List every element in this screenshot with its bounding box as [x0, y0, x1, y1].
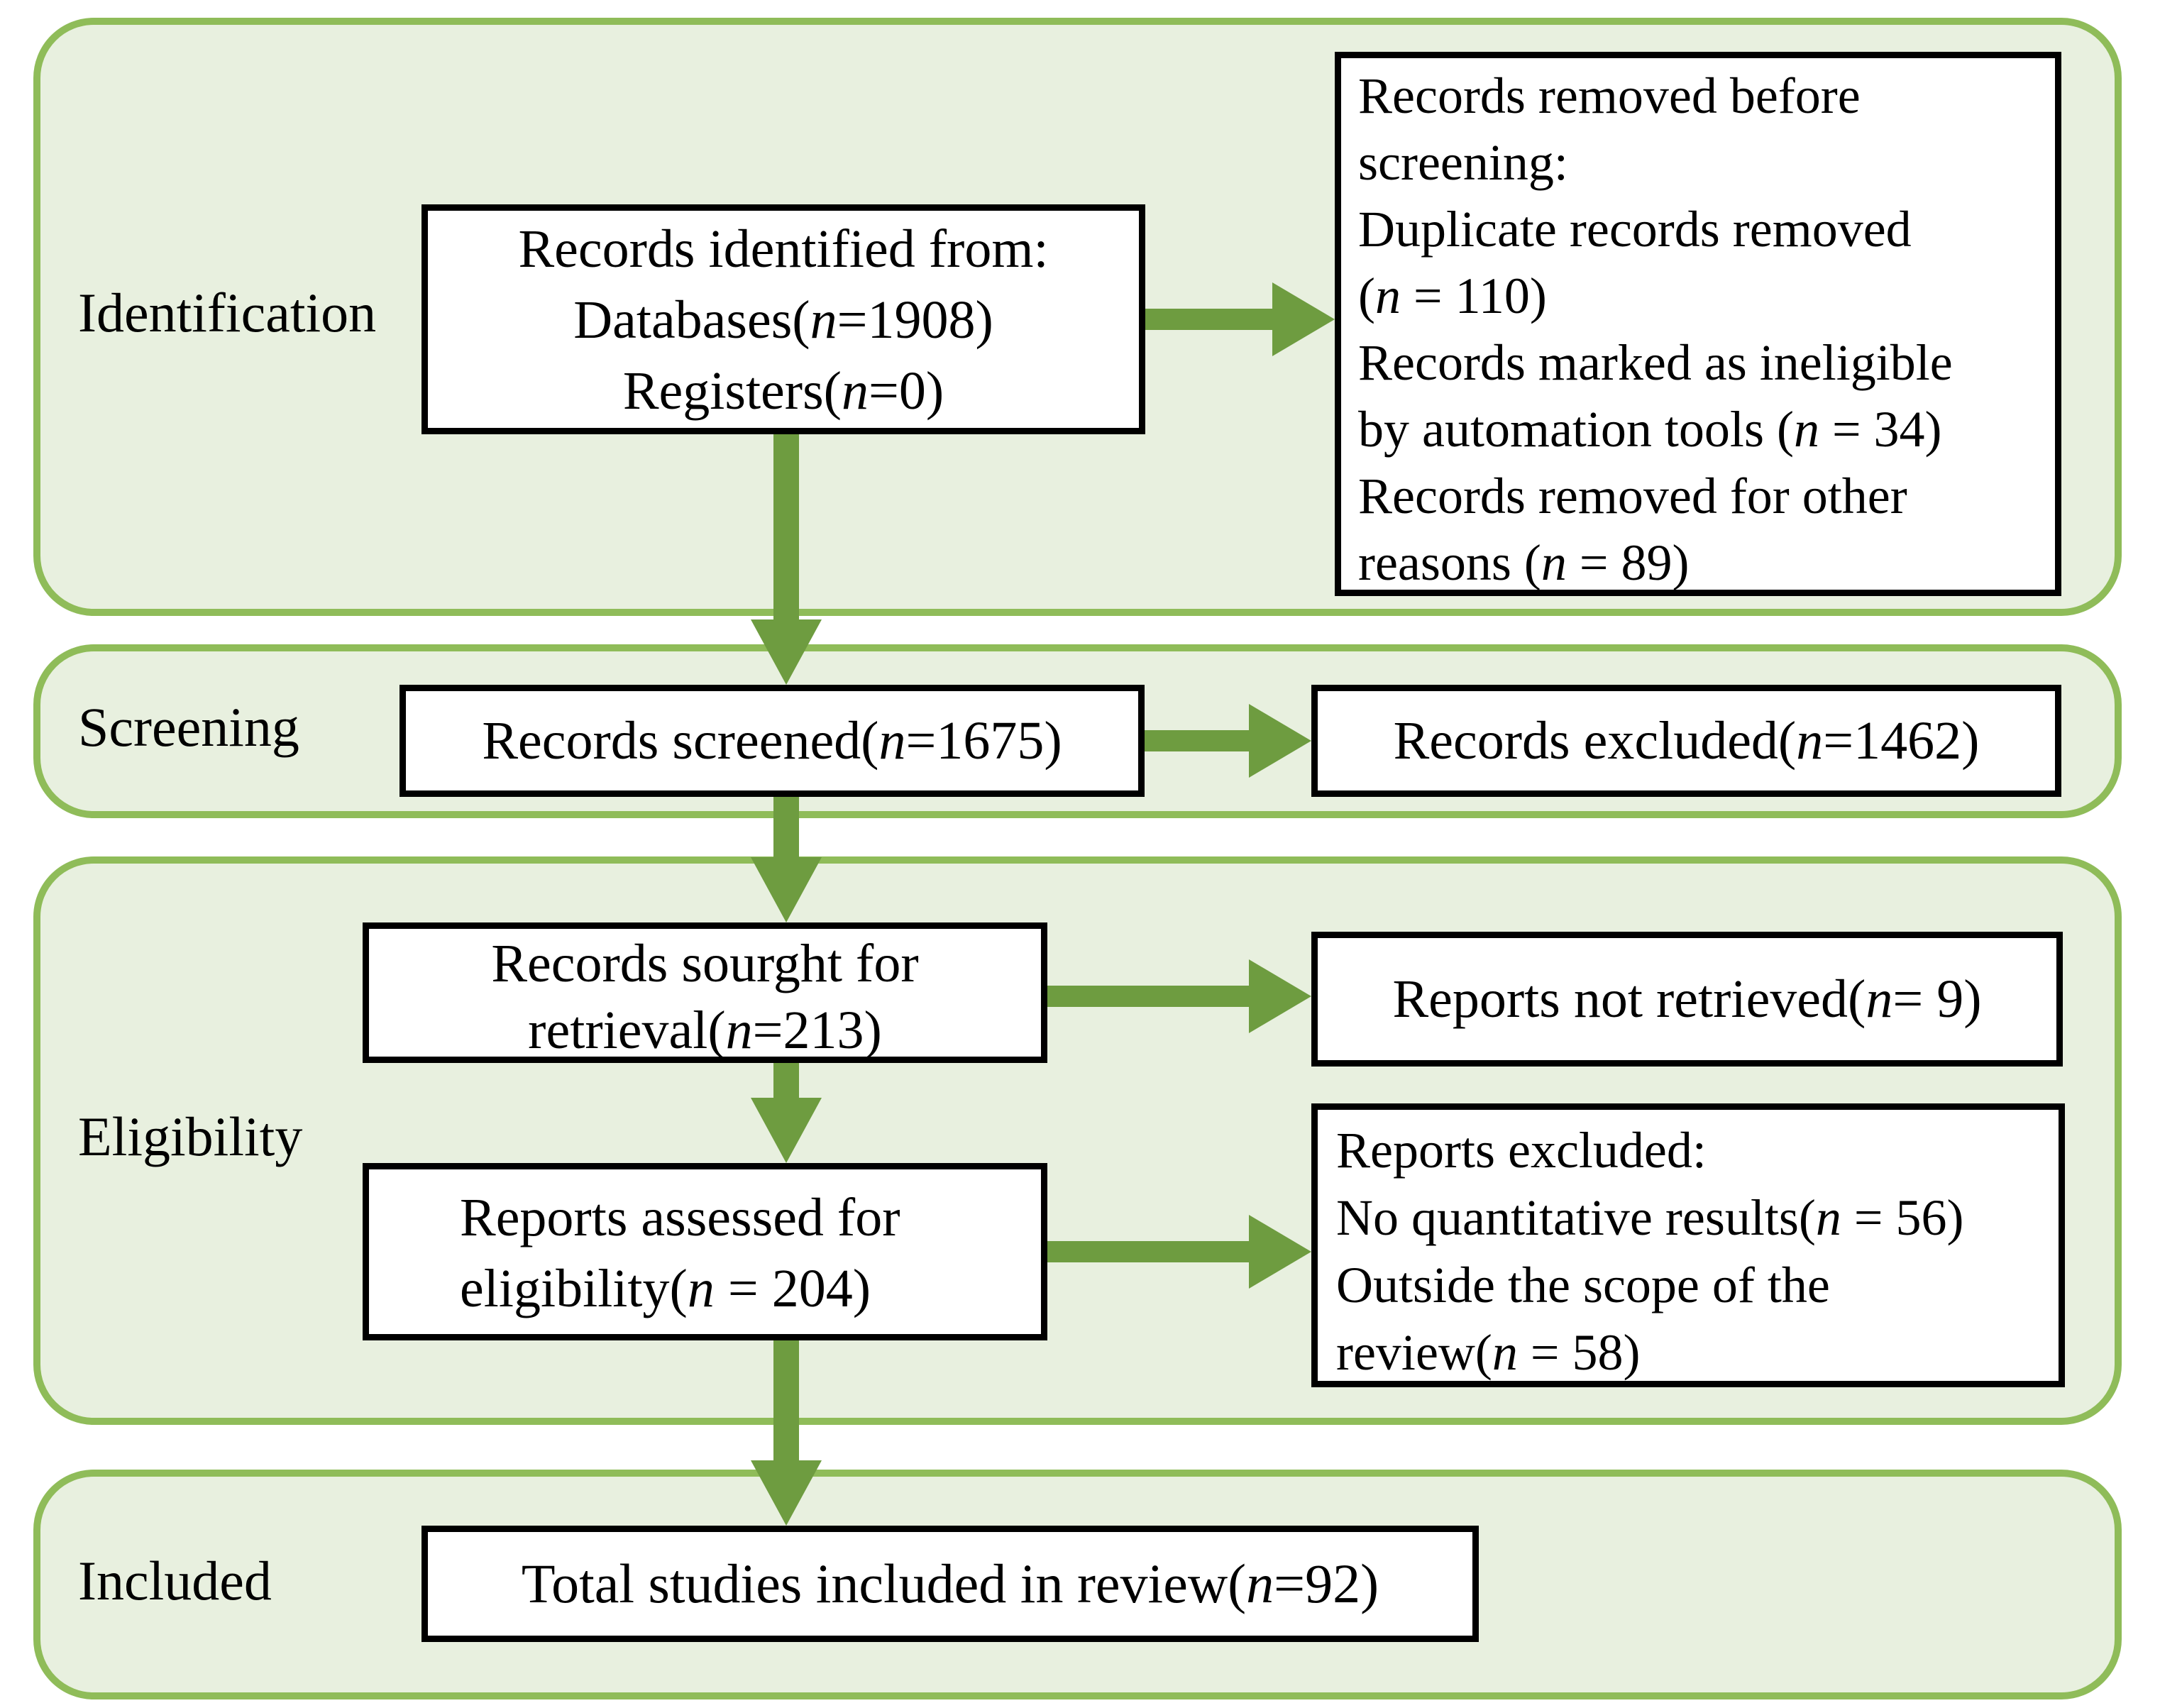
arrow-stem	[1047, 986, 1249, 1007]
arrow-assessed-to-included	[751, 1340, 822, 1526]
box-reports-not-retrieved: Reports not retrieved(n = 9)	[1311, 932, 2063, 1067]
arrow-sought-to-not-retrieved	[1047, 959, 1311, 1033]
box-text-line: Records removed for other reasons (n = 8…	[1358, 468, 1907, 591]
arrow-right-head-icon	[1272, 282, 1335, 356]
arrow-screened-to-sought	[751, 797, 822, 922]
arrow-stem	[1047, 1241, 1249, 1262]
box-text-line: Reports excluded:	[1336, 1122, 1707, 1179]
arrow-stem	[773, 434, 799, 619]
arrow-stem	[773, 797, 799, 857]
box-records-sought: Records sourght for retrieval(n=213)	[363, 922, 1047, 1063]
box-text-line: Duplicate records removed (n = 110)	[1358, 201, 1912, 324]
box-records-excluded: Records excluded(n=1462)	[1311, 685, 2061, 797]
arrow-down-head-icon	[751, 1098, 822, 1163]
box-reports-assessed: Reports assessed for eligibility(n = 204…	[363, 1163, 1047, 1340]
stage-label-screening: Screening	[78, 696, 299, 758]
arrow-down-head-icon	[751, 1460, 822, 1526]
arrow-stem	[1145, 730, 1249, 751]
box-text-line: Records identified from:	[518, 219, 1049, 279]
arrow-right-head-icon	[1249, 1215, 1311, 1289]
box-text-line: Records removed before screening:	[1358, 67, 1861, 191]
arrow-assessed-to-reports-excluded	[1047, 1215, 1311, 1289]
box-records-removed-before-screening: Records removed before screening:Duplica…	[1335, 52, 2061, 596]
stage-label-included: Included	[78, 1550, 272, 1611]
box-records-identified: Records identified from: Databases(n=1908…	[421, 204, 1145, 434]
arrow-right-head-icon	[1249, 704, 1311, 778]
stage-label-identification: Identification	[78, 282, 377, 343]
arrow-identified-to-removed	[1145, 282, 1335, 356]
arrow-stem	[773, 1063, 799, 1098]
box-total-included: Total studies included in review(n=92)	[421, 1526, 1479, 1642]
arrow-screened-to-excluded	[1145, 704, 1311, 778]
box-text-line: No quantitative results(n = 56)	[1336, 1189, 1964, 1246]
box-records-screened: Records screened(n=1675)	[400, 685, 1145, 797]
box-text-line: Records marked as ineligible by automati…	[1358, 334, 1953, 458]
stage-label-eligibility: Eligibility	[78, 1106, 303, 1167]
box-text-line: Registers(n=0)	[622, 361, 944, 421]
arrow-stem	[773, 1340, 799, 1460]
arrow-sought-to-assessed	[751, 1063, 822, 1163]
arrow-down-head-icon	[751, 619, 822, 685]
arrow-down-head-icon	[751, 857, 822, 922]
box-text-line: Outside the scope of the review(n = 58)	[1336, 1257, 1830, 1381]
box-text-line: Databases(n=1908)	[573, 290, 993, 350]
arrow-stem	[1145, 309, 1272, 330]
arrow-right-head-icon	[1249, 959, 1311, 1033]
arrow-identified-to-screened	[751, 434, 822, 685]
box-reports-excluded: Reports excluded: No quantitative results…	[1311, 1103, 2065, 1387]
